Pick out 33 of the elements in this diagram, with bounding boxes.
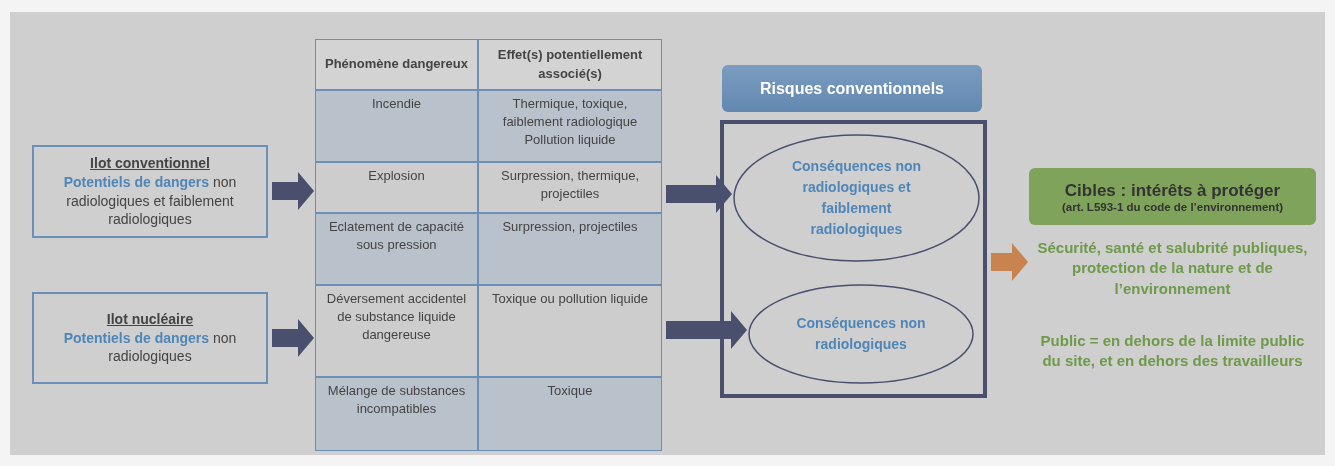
block-arrow xyxy=(272,172,314,210)
table-cell: Mélange de substances incompatibles xyxy=(315,377,478,451)
column-header: Phénomène dangereux xyxy=(315,39,478,90)
box-text: Potentiels de dangers non radiologiques et faiblement radiologiques xyxy=(62,172,238,230)
box-text: (art. L593-1 du code de l’environnement) xyxy=(1061,200,1284,213)
table-cell: Toxique ou pollution liquide xyxy=(478,285,662,377)
table-cell: Explosion xyxy=(315,162,478,213)
table-cell: Surpression, thermique, projectiles xyxy=(478,162,662,213)
table-cell: Eclatement de capacité sous pression xyxy=(315,213,478,285)
box-text: Potentiels de dangers non radiologiques xyxy=(62,328,238,367)
box-text: Cibles : intérêts à protéger xyxy=(1064,180,1281,201)
ellipse: Conséquences non radiologiques xyxy=(748,284,974,384)
block-arrow xyxy=(666,175,732,213)
note-text: Public = en dehors de la limite public du site, et en dehors des travailleurs xyxy=(1040,331,1305,372)
table-cell: Thermique, toxique, faiblement radiologique Pollution liquide xyxy=(478,90,662,162)
block-arrow xyxy=(666,311,747,349)
target-text: Sécurité, santé et salubrité publiques, protection de la nature et de l’environnement xyxy=(1029,238,1316,302)
source-box xyxy=(32,292,268,384)
column-header: Effet(s) potentiellement associé(s) xyxy=(478,39,662,90)
source-box xyxy=(32,145,268,238)
ellipse: Conséquences non radiologiques et faiblement radiologiques xyxy=(733,134,980,262)
table-cell: Déversement accidentel de substance liquide dangereuse xyxy=(315,285,478,377)
block-arrow xyxy=(272,319,314,357)
box-text: Ilot conventionnel xyxy=(90,153,210,173)
table-cell: Incendie xyxy=(315,90,478,162)
target-box xyxy=(1029,168,1316,225)
block-arrow xyxy=(991,243,1028,281)
box-text: Ilot nucléaire xyxy=(106,309,194,329)
header-banner: Risques conventionnels xyxy=(722,65,982,112)
table-cell: Surpression, projectiles xyxy=(478,213,662,285)
table-cell: Toxique xyxy=(478,377,662,451)
hazard-table xyxy=(315,39,662,451)
group-frame xyxy=(720,120,987,398)
